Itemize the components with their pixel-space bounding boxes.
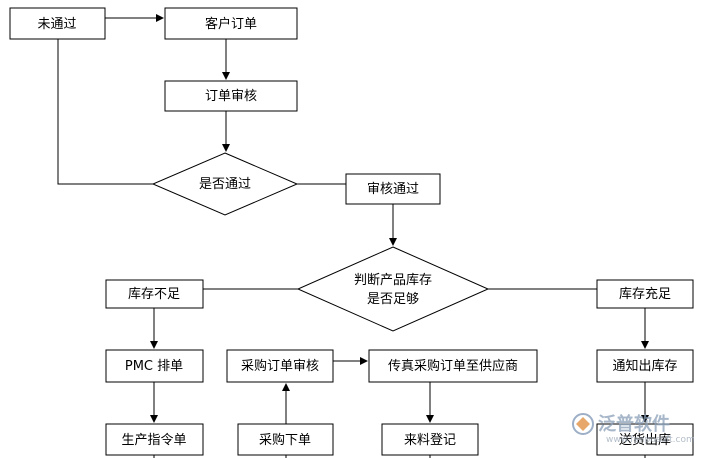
node-purchase-place-order: 采购下单 bbox=[237, 423, 334, 456]
node-material-register: 来料登记 bbox=[381, 423, 479, 456]
node-production-order-label: 生产指令单 bbox=[121, 433, 186, 448]
node-order-review-label: 订单审核 bbox=[205, 89, 257, 104]
node-not-passed: 未通过 bbox=[9, 7, 106, 40]
watermark-brand: 泛普软件 bbox=[598, 413, 670, 435]
node-review-passed: 审核通过 bbox=[345, 173, 441, 205]
watermark-url: www.fanpusoft.com bbox=[606, 435, 695, 445]
watermark-logo-icon bbox=[572, 413, 594, 435]
watermark: 泛普软件 www.fanpusoft.com bbox=[572, 413, 695, 445]
node-order-review: 订单审核 bbox=[164, 80, 298, 112]
node-pmc-schedule: PMC 排单 bbox=[105, 349, 204, 383]
node-delivery-outbound-label: 送货出库 bbox=[619, 432, 671, 448]
decision-stock-check-label-line2: 是否足够 bbox=[367, 292, 419, 307]
node-stock-sufficient-label: 库存充足 bbox=[619, 286, 671, 302]
decision-is-passed-label: 是否通过 bbox=[199, 177, 251, 192]
flow-edges bbox=[57, 14, 649, 458]
node-pmc-schedule-label: PMC 排单 bbox=[125, 359, 183, 374]
decision-is-passed: 是否通过 bbox=[151, 152, 299, 216]
node-purchase-order-review-label: 采购订单审核 bbox=[241, 358, 319, 374]
node-purchase-place-order-label: 采购下单 bbox=[259, 432, 311, 448]
node-notify-outbound-label: 通知出库存 bbox=[612, 358, 677, 374]
node-notify-outbound: 通知出库存 bbox=[596, 349, 694, 383]
node-stock-sufficient: 库存充足 bbox=[596, 279, 694, 309]
node-fax-to-supplier-label: 传真采购订单至供应商 bbox=[388, 358, 518, 374]
node-production-order: 生产指令单 bbox=[105, 423, 204, 456]
decision-stock-check: 判断产品库存 是否足够 bbox=[296, 246, 490, 332]
edge-decision-to-not-passed bbox=[57, 39, 153, 185]
decision-stock-check-label-line1: 判断产品库存 bbox=[354, 272, 432, 288]
node-material-register-label: 来料登记 bbox=[404, 433, 456, 448]
node-fax-to-supplier: 传真采购订单至供应商 bbox=[368, 349, 538, 383]
node-customer-order-label: 客户订单 bbox=[205, 16, 257, 32]
node-review-passed-label: 审核通过 bbox=[367, 182, 419, 197]
node-purchase-order-review: 采购订单审核 bbox=[226, 349, 334, 383]
node-stock-insufficient: 库存不足 bbox=[105, 279, 204, 309]
node-not-passed-label: 未通过 bbox=[37, 17, 76, 32]
node-customer-order: 客户订单 bbox=[164, 7, 298, 40]
node-delivery-outbound: 送货出库 bbox=[596, 423, 694, 456]
node-stock-insufficient-label: 库存不足 bbox=[128, 286, 180, 302]
